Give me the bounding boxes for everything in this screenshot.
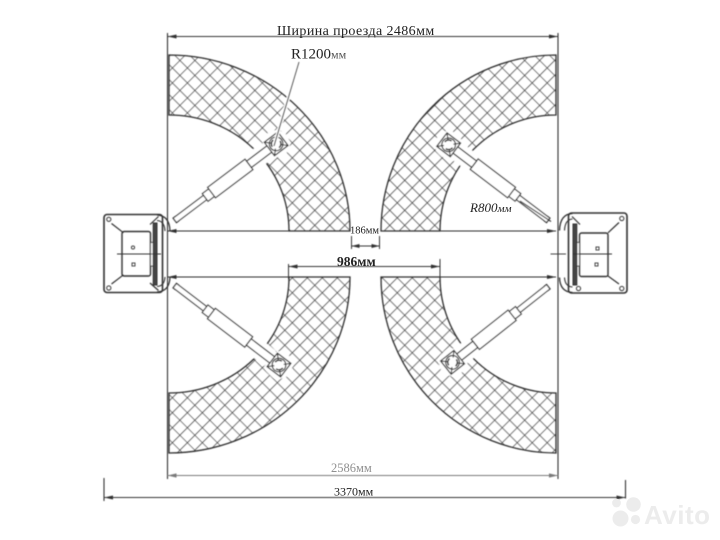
svg-text:Ширина проезда 2486мм: Ширина проезда 2486мм (277, 24, 435, 39)
svg-text:R1200мм: R1200мм (291, 47, 347, 63)
svg-text:3370мм: 3370мм (334, 485, 374, 499)
svg-text:Avito: Avito (644, 500, 711, 530)
svg-text:2586мм: 2586мм (331, 461, 372, 475)
svg-text:186мм: 186мм (350, 226, 379, 237)
svg-text:R800мм: R800мм (469, 200, 512, 215)
svg-text:986мм: 986мм (337, 254, 376, 269)
